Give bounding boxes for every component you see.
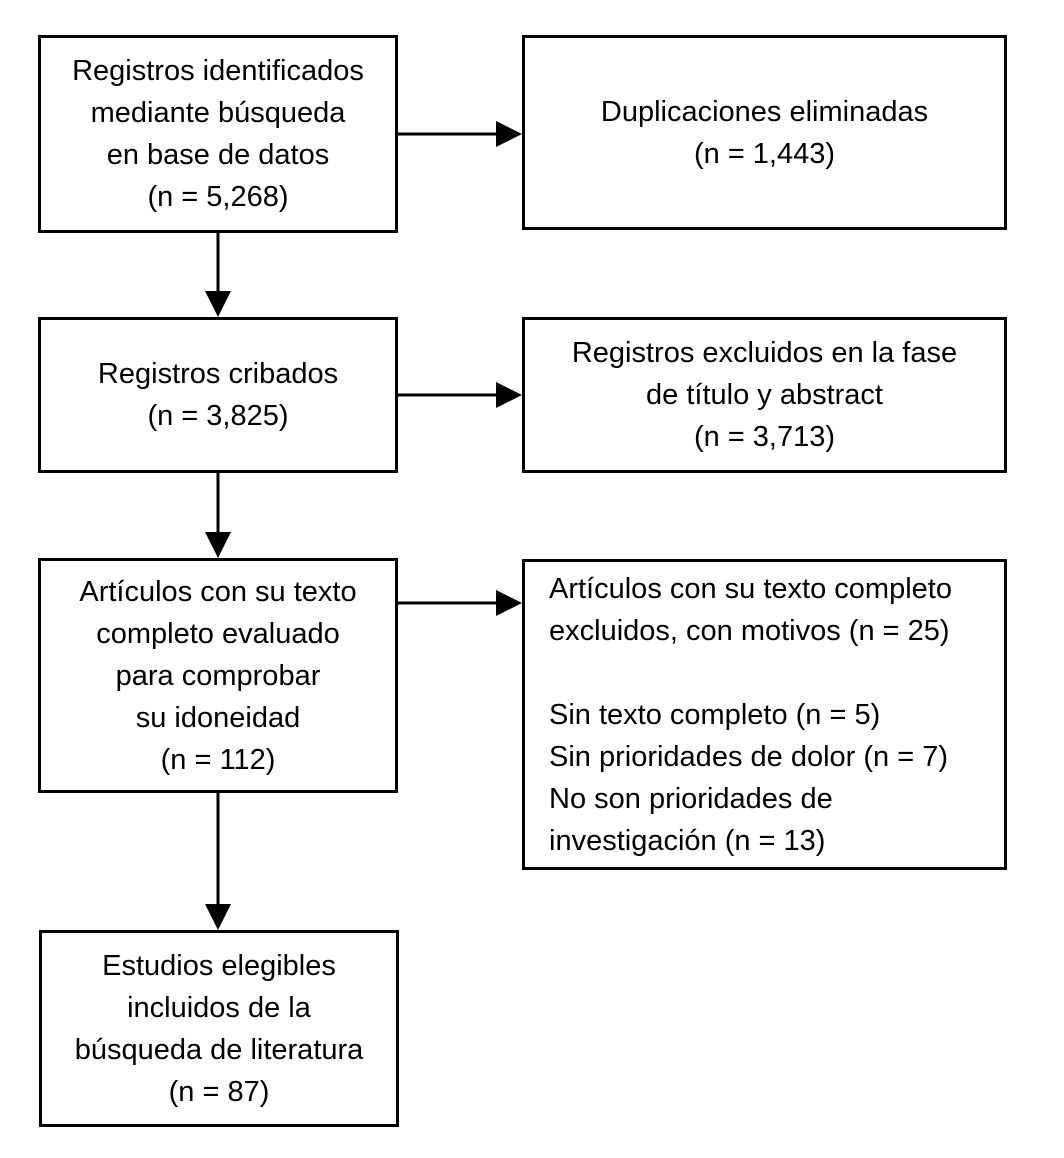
arrow-fulltext-to-ft-excluded (398, 590, 522, 616)
box-records-identified: Registros identificados mediante búsqued… (38, 35, 398, 233)
box-count-line: (n = 112) (160, 743, 276, 776)
box-reason-line: No son prioridades de (549, 782, 833, 815)
box-duplicates-removed: Duplicaciones eliminadas (n = 1,443) (522, 35, 1007, 230)
arrow-screened-to-fulltext (205, 473, 231, 558)
box-count-line: (n = 87) (168, 1075, 270, 1108)
box-text-line: para comprobar (115, 659, 321, 692)
arrow-fulltext-to-included (205, 793, 231, 930)
box-count-line: (n = 3,825) (147, 400, 289, 432)
box-text-line: Duplicaciones eliminadas (600, 95, 929, 128)
arrow-identified-to-duplicates (398, 121, 522, 147)
box-text-line: incluidos de la (127, 991, 311, 1024)
box-blank-line (549, 652, 992, 694)
box-text-line: Registros excluidos en la fase (571, 337, 958, 369)
arrow-identified-to-screened (205, 233, 231, 317)
box-text-line: en base de datos (106, 139, 330, 171)
box-text-line: mediante búsqueda (90, 97, 346, 129)
box-reason-line: Sin texto completo (n = 5) (549, 698, 881, 731)
box-count-line: (n = 5,268) (147, 181, 289, 213)
box-text-line: su idoneidad (135, 701, 301, 734)
box-text-line: Artículos con su texto (79, 575, 357, 608)
box-excluded-title-abstract: Registros excluidos en la fase de título… (522, 317, 1007, 473)
box-text-line: excluidos, con motivos (n = 25) (549, 614, 950, 647)
box-fulltext-excluded: Artículos con su texto completo excluido… (522, 559, 1007, 870)
box-text-line: de título y abstract (646, 379, 883, 411)
box-text-line: búsqueda de literatura (74, 1033, 364, 1066)
box-count-line: (n = 3,713) (693, 421, 836, 453)
arrow-screened-to-excluded (398, 382, 522, 408)
box-text-line: Artículos con su texto completo (549, 572, 952, 605)
box-records-screened: Registros cribados (n = 3,825) (38, 317, 398, 473)
box-text-line: Estudios elegibles (102, 949, 336, 982)
box-text-line: Registros cribados (97, 358, 339, 390)
box-studies-included: Estudios elegibles incluidos de la búsqu… (39, 930, 399, 1127)
box-count-line: (n = 1,443) (693, 137, 836, 170)
box-fulltext-assessed: Artículos con su texto completo evaluado… (38, 558, 398, 793)
box-reason-line: investigación (n = 13) (549, 824, 826, 857)
box-reason-line: Sin prioridades de dolor (n = 7) (549, 740, 948, 773)
box-text-line: Registros identificados (72, 55, 364, 87)
box-text-line: completo evaluado (96, 617, 340, 650)
